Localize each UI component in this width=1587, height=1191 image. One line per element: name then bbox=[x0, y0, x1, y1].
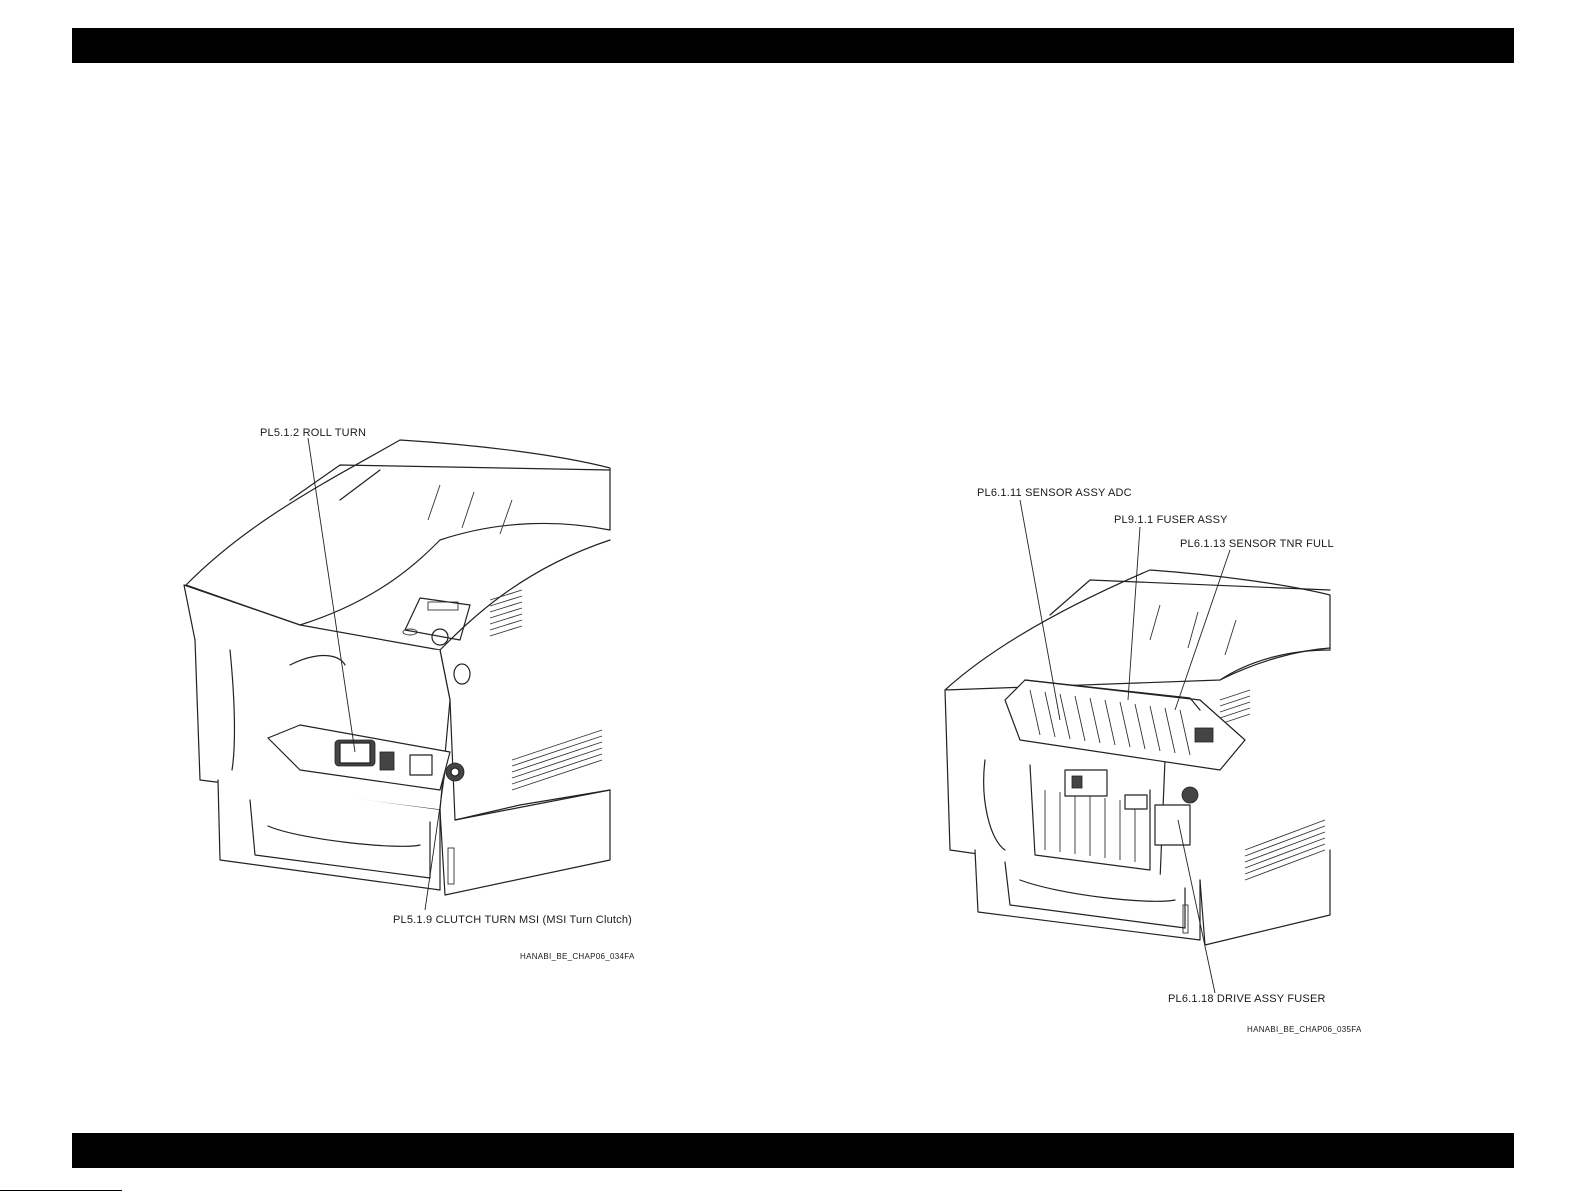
callout-sensor-assy-adc: PL6.1.11 SENSOR ASSY ADC bbox=[977, 487, 1132, 499]
callout-fuser-assy: PL9.1.1 FUSER ASSY bbox=[1114, 514, 1228, 526]
callout-drive-assy-fuser: PL6.1.18 DRIVE ASSY FUSER bbox=[1168, 993, 1326, 1005]
callout-sensor-tnr-full: PL6.1.13 SENSOR TNR FULL bbox=[1180, 538, 1334, 550]
figure-code: HANABI_BE_CHAP06_035FA bbox=[1247, 1025, 1362, 1034]
